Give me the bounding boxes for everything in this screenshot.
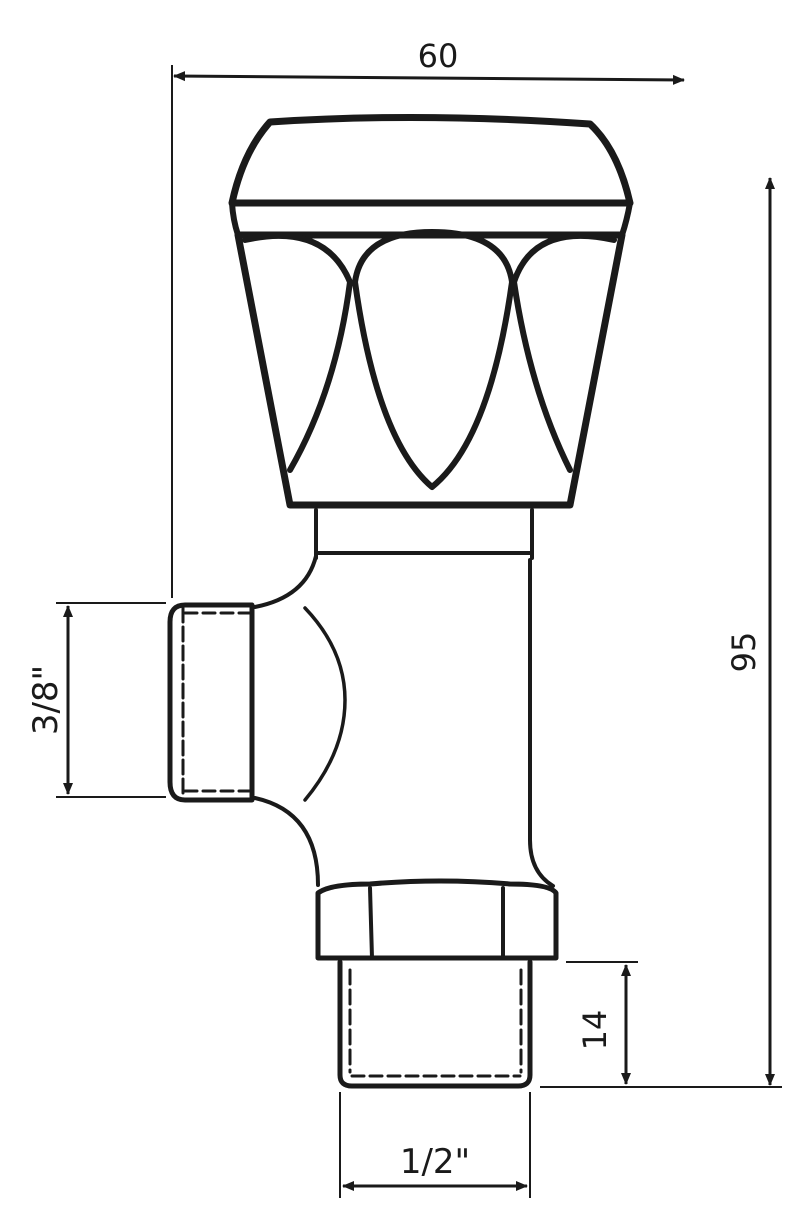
bottom-thread-label: 1/2" [400,1142,470,1182]
width-label: 60 [418,37,459,75]
height-label: 95 [725,632,763,673]
dimension-height [540,177,782,1088]
dimension-width [171,65,685,598]
thread-length-label: 14 [576,1010,614,1051]
hex-nut [315,878,559,961]
dimension-thread-length [566,961,638,1085]
side-inlet-label: 3/8" [26,665,66,735]
dimension-bottom-thread [339,1092,531,1198]
side-inlet-fitting [167,602,255,803]
valve-handle [228,113,634,509]
dimension-side-inlet [56,602,166,798]
bottom-threaded-outlet [337,959,533,1089]
dimension-lines [56,65,782,1198]
valve-main-body [253,554,555,888]
valve-body [167,113,634,1089]
valve-stem-neck [314,508,534,560]
